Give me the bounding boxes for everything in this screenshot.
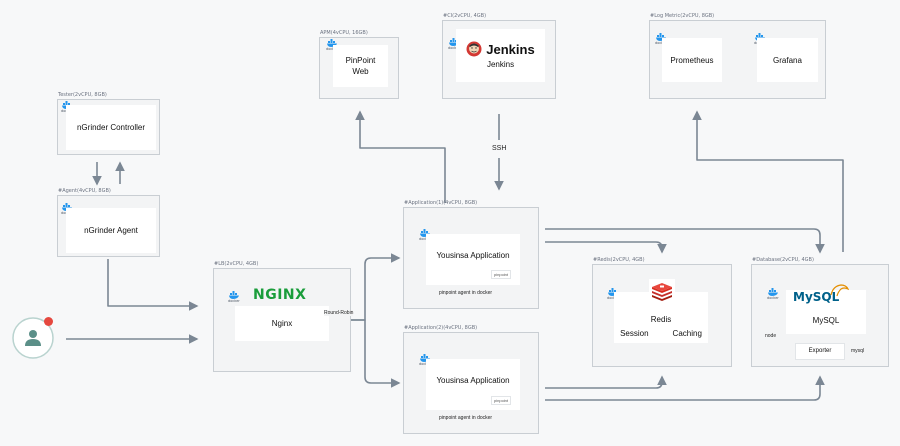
app1-pinpoint-tag: pinpoint: [491, 270, 512, 279]
prometheus-node[interactable]: Prometheus: [662, 38, 722, 82]
user-icon: [12, 317, 54, 359]
edge-lb-to-app1: [345, 253, 401, 321]
redis-caching-label: Caching: [672, 329, 702, 338]
exporter-node[interactable]: Exporter: [795, 343, 845, 360]
edge-app1-to-redis: [545, 241, 667, 254]
notification-badge: [44, 317, 53, 326]
redis-label: Redis: [650, 315, 672, 324]
nginx-node[interactable]: Nginx: [235, 306, 329, 341]
edge-app1-to-db: [545, 228, 825, 254]
group-tester-label: Tester(2vCPU, 8GB): [58, 92, 107, 98]
edge-lb-to-app2: [345, 319, 401, 388]
mysql-node[interactable]: MySQL: [786, 290, 866, 334]
pinpoint-web-label: PinPoint Web: [345, 56, 376, 76]
ngrinder-controller-node[interactable]: nGrinder Controller: [66, 105, 156, 150]
grafana-label: Grafana: [773, 55, 802, 65]
mysql-logo-text: MySQL: [793, 290, 840, 304]
redis-logo-icon: [649, 279, 675, 303]
app2-label: Yousinsa Application: [436, 376, 510, 385]
docker-icon: docker: [767, 288, 781, 300]
group-log-metric-label: #Log Metric(2vCPU, 8GB): [650, 13, 715, 19]
group-app2-label: #Application(2)(4vCPU, 8GB): [404, 325, 478, 331]
app2-note: pinpoint agent in docker: [439, 415, 493, 421]
ngrinder-agent-node[interactable]: nGrinder Agent: [66, 208, 156, 253]
group-apm-label: APM(4vCPU, 16GB): [320, 30, 368, 36]
jenkins-label: Jenkins: [486, 60, 515, 69]
jenkins-node[interactable]: Jenkins Jenkins: [456, 29, 545, 82]
ssh-edge-label: SSH: [492, 145, 507, 152]
redis-roles: Session Caching: [620, 328, 702, 339]
app2-pinpoint-tag: pinpoint: [491, 396, 512, 405]
group-agent-label: #Agent(4vCPU, 8GB): [58, 188, 111, 194]
jenkins-icon: [466, 41, 482, 57]
node-edge-label: node: [765, 333, 777, 339]
edge-app2-to-db: [545, 375, 825, 401]
ngrinder-controller-label: nGrinder Controller: [76, 123, 146, 132]
group-ci-label: #CI(2vCPU, 4GB): [443, 13, 487, 19]
app1-note: pinpoint agent in docker: [439, 290, 493, 296]
redis-session-label: Session: [620, 329, 649, 338]
group-lb-label: #LB(2vCPU, 4GB): [214, 261, 259, 267]
group-redis-label: #Redis(2vCPU, 4GB): [593, 257, 645, 263]
edge-agent-to-lb: [107, 259, 199, 311]
group-database-label: #Database(2vCPU, 4GB): [752, 257, 814, 263]
user-avatar[interactable]: [12, 317, 54, 359]
jenkins-logo-text: Jenkins: [486, 41, 535, 57]
ngrinder-agent-label: nGrinder Agent: [84, 226, 138, 235]
edge-app1-to-pinpoint: [355, 110, 446, 203]
mysql-label: MySQL: [812, 316, 840, 325]
app1-label: Yousinsa Application: [436, 251, 510, 260]
docker-icon: docker: [228, 291, 242, 303]
round-robin-label: Round-Robin: [324, 310, 354, 316]
prometheus-label: Prometheus: [670, 55, 714, 65]
jenkins-logo: Jenkins: [466, 41, 535, 57]
exporter-label: Exporter: [808, 348, 832, 354]
mysql-edge-label: mysql: [851, 348, 865, 354]
nginx-label: Nginx: [271, 319, 293, 328]
edge-db-to-prometheus: [692, 110, 844, 252]
mysql-logo: MySQL: [793, 290, 839, 304]
dolphin-icon: [830, 284, 849, 297]
group-app1-label: #Application(1)(4vCPU, 8GB): [404, 200, 478, 206]
grafana-node[interactable]: Grafana: [757, 38, 818, 82]
pinpoint-web-node[interactable]: PinPoint Web: [333, 45, 388, 87]
edge-app2-to-redis: [545, 375, 667, 389]
nginx-logo: NGINX: [253, 287, 307, 303]
